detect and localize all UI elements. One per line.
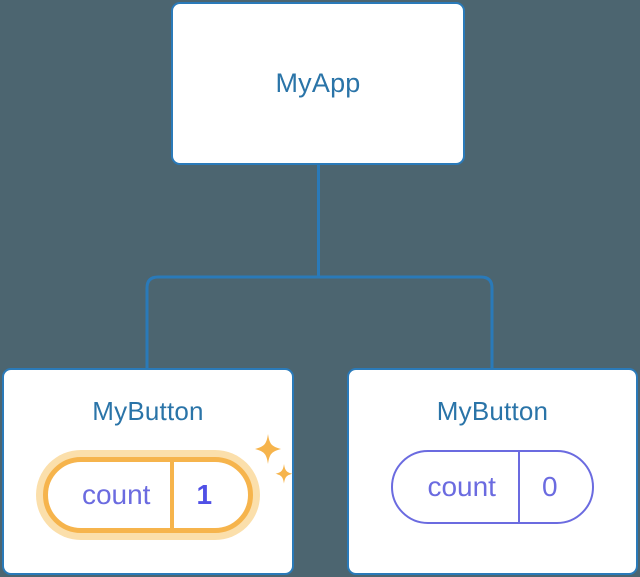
state-pill-wrapper-highlighted: count 1 [35,434,293,540]
node-myapp[interactable]: MyApp [171,2,465,165]
state-pill-count[interactable]: count 0 [391,450,594,524]
node-mybutton-right[interactable]: MyButton count 0 [347,368,638,575]
state-pill-wrapper: count 0 [391,450,594,524]
node-title: MyButton [92,396,204,426]
node-title: MyButton [436,396,549,426]
node-title: MyApp [275,68,361,98]
state-pill-value: 0 [517,452,592,522]
state-pill-key: count [427,471,496,502]
state-pill-key: count [81,479,151,510]
connector-to-left-child [145,275,320,370]
state-pill-count-highlighted[interactable]: count 1 [42,457,254,533]
state-pill-glow-ring: count 1 [35,450,261,540]
connector-to-right-child [317,275,494,370]
state-pill-value: 1 [170,462,248,528]
node-mybutton-left[interactable]: MyButton count 1 [2,368,294,575]
